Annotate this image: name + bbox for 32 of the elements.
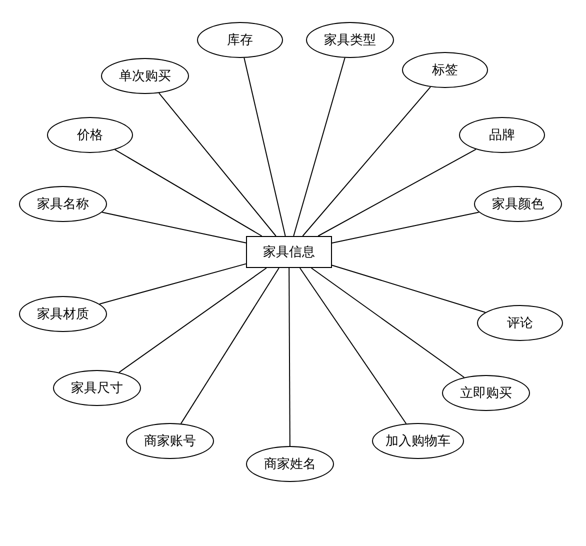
- connector-line: [118, 268, 267, 373]
- connector-line: [114, 149, 262, 236]
- connector-line: [332, 212, 480, 244]
- attribute-name: 库存: [227, 32, 253, 49]
- attribute-name: 评论: [507, 315, 533, 332]
- attribute-name: 商家账号: [144, 433, 196, 450]
- attribute-name: 加入购物车: [386, 433, 450, 450]
- connector-line: [310, 268, 465, 378]
- attribute-name: 家具尺寸: [71, 380, 123, 397]
- connector-line: [288, 268, 290, 446]
- attribute-name: 家具颜色: [492, 196, 544, 213]
- connector-line: [332, 264, 486, 313]
- connector-line: [302, 86, 431, 236]
- connector-line: [99, 263, 246, 304]
- attribute-name: 品牌: [489, 127, 515, 144]
- connector-line: [299, 268, 407, 424]
- entity-box: [246, 236, 332, 268]
- attribute-name: 商家姓名: [264, 456, 316, 473]
- connector-line: [180, 268, 280, 424]
- connector-line: [244, 57, 286, 236]
- connector-line: [158, 92, 276, 236]
- attribute-name: 家具材质: [37, 306, 89, 323]
- connector-line: [293, 57, 346, 236]
- connector-line: [318, 148, 476, 236]
- attribute-name: 家具名称: [37, 196, 89, 213]
- attribute-name: 立即购买: [460, 385, 512, 402]
- attribute-name: 价格: [77, 127, 103, 144]
- attribute-name: 标签: [432, 62, 458, 79]
- entity-name: 家具信息: [263, 244, 315, 261]
- connector-line: [102, 212, 246, 244]
- attribute-name: 家具类型: [324, 32, 376, 49]
- attribute-name: 单次购买: [119, 68, 171, 85]
